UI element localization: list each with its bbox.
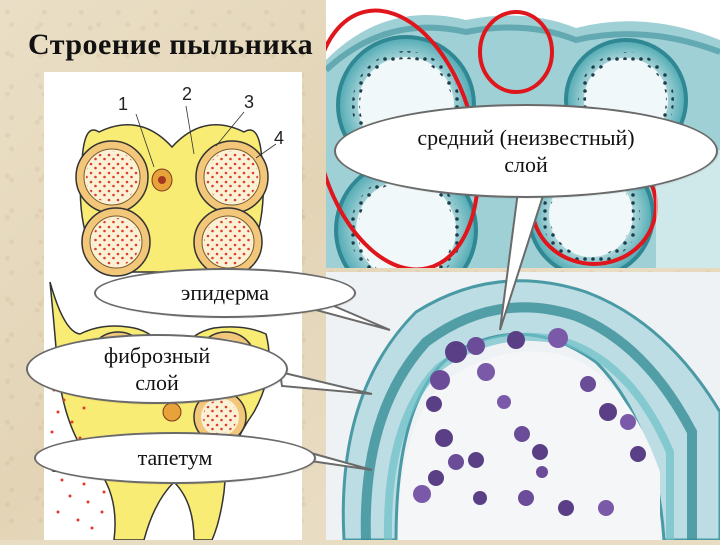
label-number-1: 1 <box>118 94 128 114</box>
callout-middle-layer: средний (неизвестный) слой <box>334 104 718 198</box>
slide-title: Строение пыльника <box>28 28 314 61</box>
micrograph-bottom <box>326 272 720 542</box>
callout-epidermis: эпидерма <box>94 268 356 318</box>
anther-cross-section-bottom <box>49 281 270 540</box>
callout-fibrous: фиброзный слой <box>26 334 288 404</box>
label-number-4: 4 <box>274 128 284 148</box>
anther-cross-section-top <box>75 105 277 277</box>
label-number-2: 2 <box>182 84 192 104</box>
callout-tapetum: тапетум <box>34 432 316 484</box>
micrograph-bottom-svg <box>326 272 720 542</box>
pollen-grains <box>413 328 646 516</box>
label-number-3: 3 <box>244 92 254 112</box>
